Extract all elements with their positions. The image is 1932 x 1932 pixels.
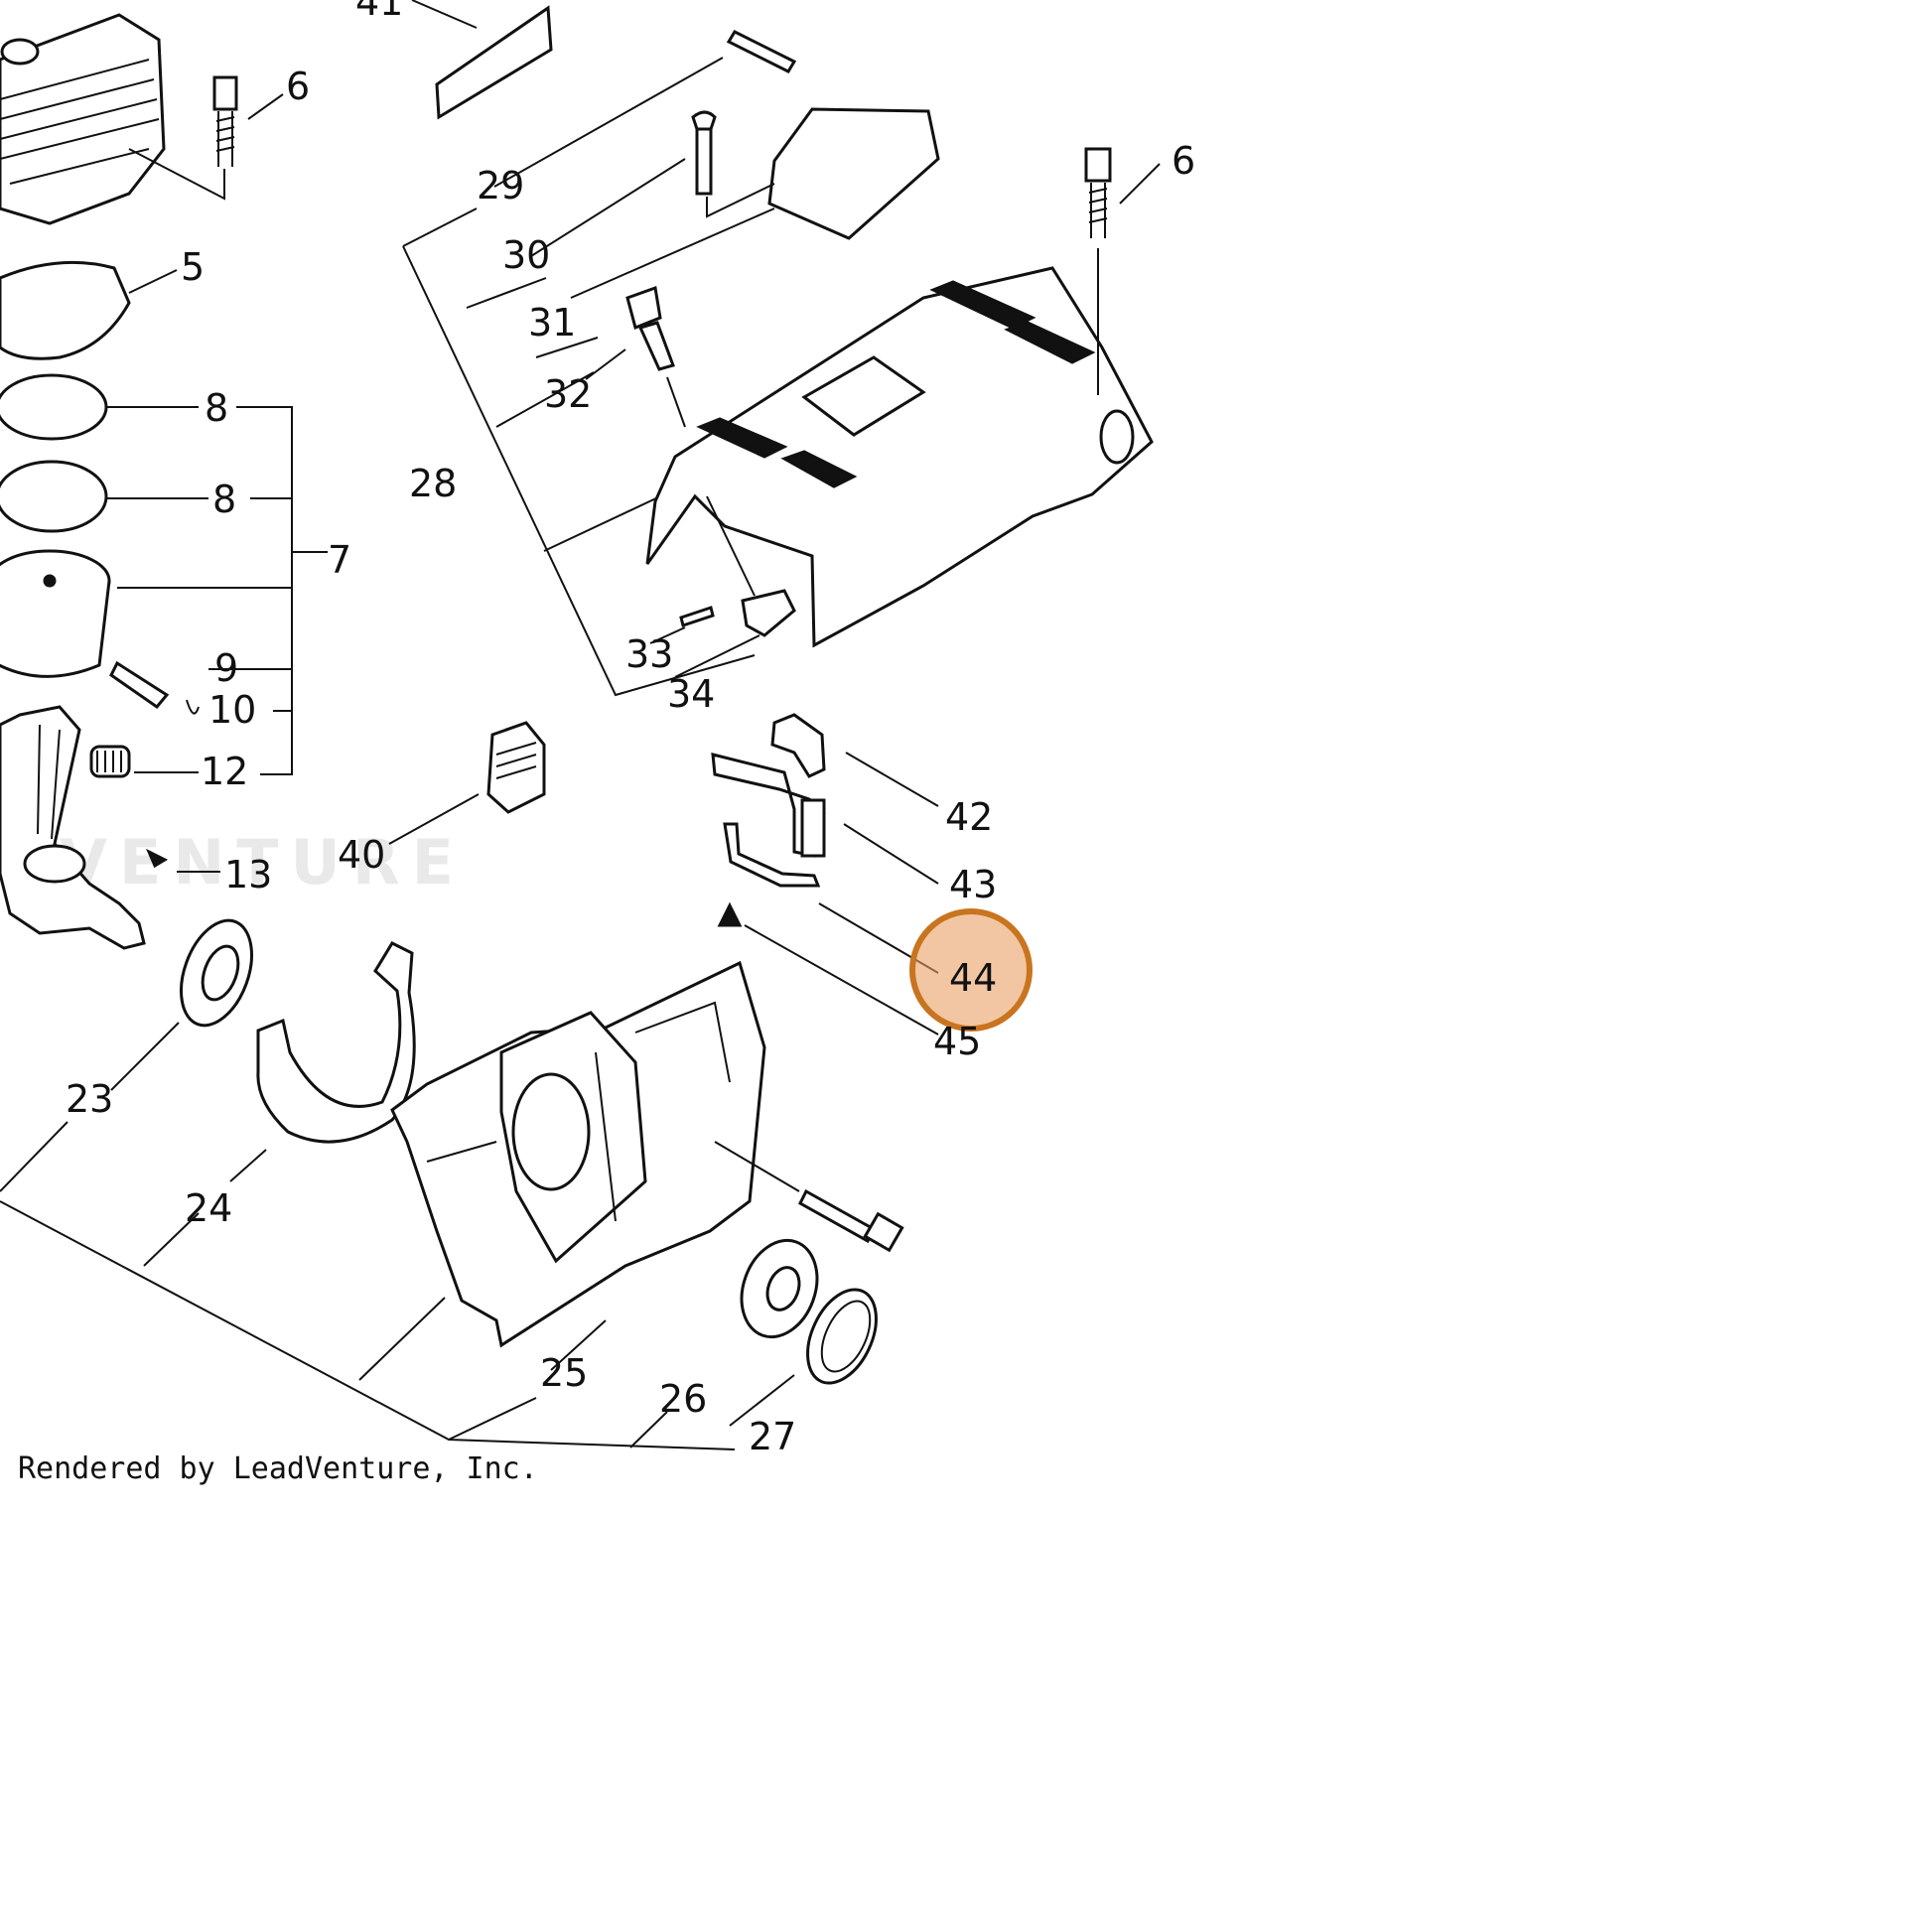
label-9[interactable]: 9 <box>214 646 238 690</box>
crankcase-gasket-24[interactable] <box>256 941 416 1144</box>
label-33[interactable]: 33 <box>625 632 673 676</box>
label-6-right[interactable]: 6 <box>1172 139 1195 183</box>
gasket-41[interactable] <box>435 5 553 120</box>
label-8-upper[interactable]: 8 <box>205 386 228 430</box>
label-42[interactable]: 42 <box>945 795 993 839</box>
label-30[interactable]: 30 <box>502 233 550 277</box>
label-7[interactable]: 7 <box>328 538 351 582</box>
bolt-6-left[interactable] <box>212 75 238 167</box>
label-29[interactable]: 29 <box>477 164 524 207</box>
label-6-left[interactable]: 6 <box>286 65 310 108</box>
oil-seal-26[interactable] <box>729 1230 830 1348</box>
label-27[interactable]: 27 <box>749 1415 796 1458</box>
label-45[interactable]: 45 <box>933 1020 981 1063</box>
label-28[interactable]: 28 <box>409 462 457 505</box>
label-43[interactable]: 43 <box>949 863 997 906</box>
label-32[interactable]: 32 <box>544 372 592 416</box>
label-44[interactable]: 44 <box>949 956 997 1000</box>
bolt-6-right[interactable] <box>1084 147 1112 238</box>
piston-ring-upper[interactable] <box>0 373 108 441</box>
watermark-text: VENTURE <box>60 826 466 898</box>
part-45[interactable] <box>717 901 743 927</box>
cylinder-part[interactable] <box>0 13 166 225</box>
woodruff-key-13[interactable] <box>146 848 169 869</box>
label-24[interactable]: 24 <box>185 1186 232 1230</box>
part-44[interactable] <box>723 822 821 888</box>
label-23[interactable]: 23 <box>66 1077 113 1121</box>
label-26[interactable]: 26 <box>659 1377 707 1421</box>
needle-bearing-12[interactable] <box>89 745 131 778</box>
label-40[interactable]: 40 <box>338 833 385 877</box>
highlight-circle <box>909 908 1033 1032</box>
pin-33[interactable] <box>679 606 715 627</box>
label-12[interactable]: 12 <box>201 750 248 793</box>
part-43[interactable] <box>711 753 826 858</box>
bracket-31[interactable] <box>767 107 940 240</box>
piston-ring-lower[interactable] <box>0 460 108 533</box>
crankcase-bolt[interactable] <box>798 1188 904 1253</box>
gasket-5[interactable] <box>0 260 131 360</box>
ball-bearing-23[interactable] <box>168 910 265 1035</box>
label-10[interactable]: 10 <box>208 688 256 732</box>
pin-29[interactable] <box>726 30 797 73</box>
label-31[interactable]: 31 <box>528 301 576 345</box>
circlip-10[interactable] <box>186 699 200 715</box>
circlip-27[interactable] <box>794 1279 891 1394</box>
label-5[interactable]: 5 <box>181 245 205 289</box>
label-8-lower[interactable]: 8 <box>212 478 236 521</box>
label-25[interactable]: 25 <box>540 1351 588 1395</box>
piston[interactable] <box>0 549 111 678</box>
screw-32[interactable] <box>625 285 675 371</box>
label-13[interactable]: 13 <box>224 853 272 897</box>
screw-30[interactable] <box>691 110 717 196</box>
filter-element-40[interactable] <box>486 721 546 814</box>
footer-credit: Rendered by LeadVenture, Inc. <box>18 1451 538 1486</box>
top-cover-28[interactable] <box>645 266 1154 648</box>
piston-pin-9[interactable] <box>109 660 170 710</box>
part-42[interactable] <box>770 713 826 778</box>
label-41[interactable]: 41 <box>355 0 403 24</box>
crankshaft[interactable] <box>0 705 146 950</box>
crankcase-25[interactable] <box>390 960 766 1348</box>
label-34[interactable]: 34 <box>667 672 715 716</box>
clip-34[interactable] <box>741 589 796 637</box>
